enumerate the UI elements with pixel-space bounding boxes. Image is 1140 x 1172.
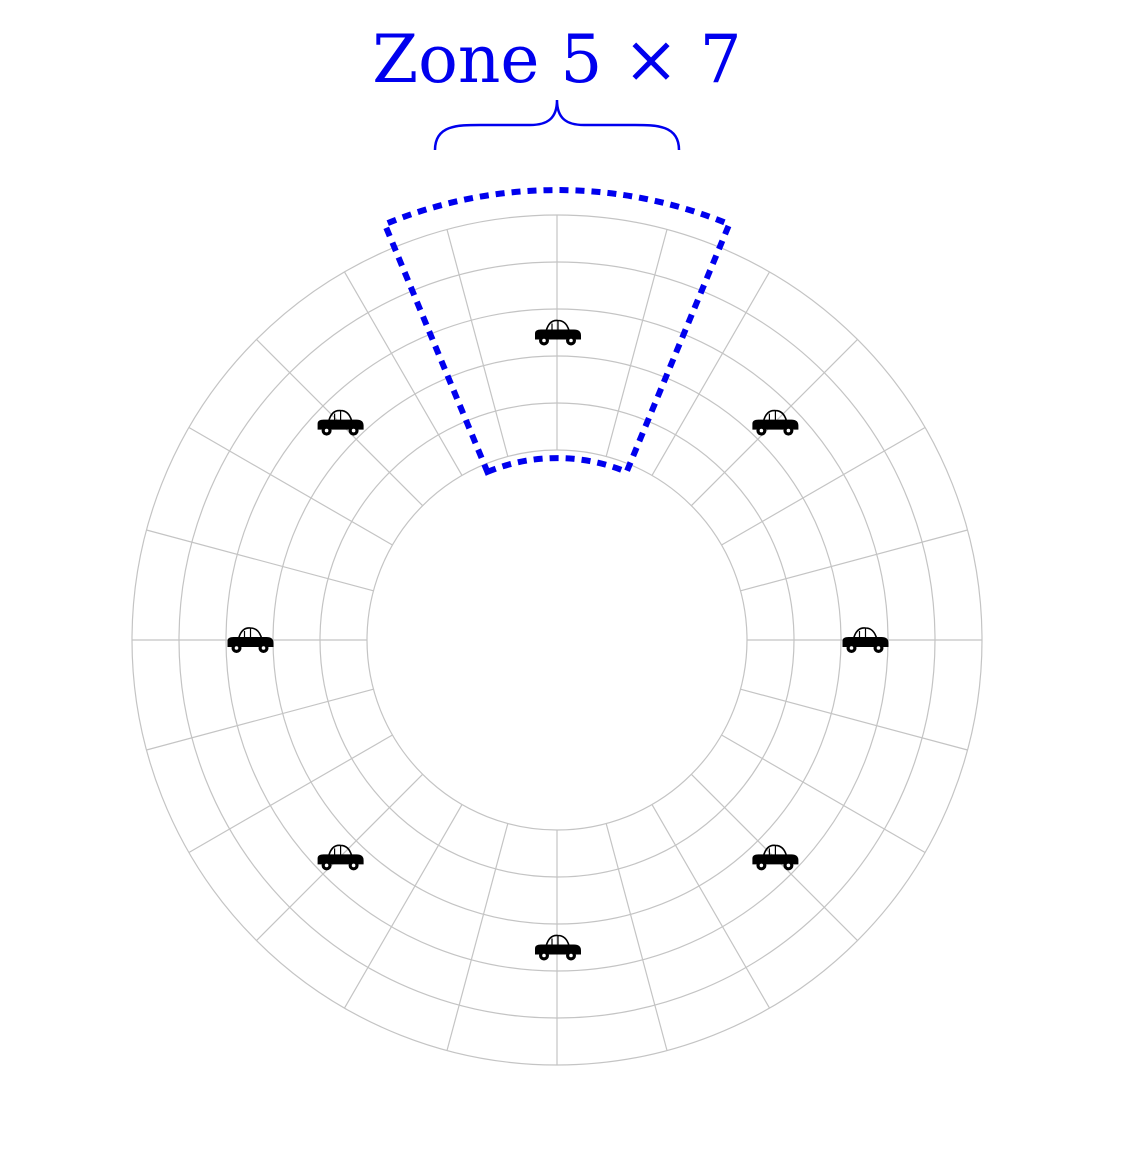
grid-spoke (188, 426, 393, 546)
car-icon (317, 844, 364, 871)
grid-spoke (343, 271, 463, 476)
grid-spoke (446, 229, 509, 457)
car-icon (227, 627, 274, 653)
grid-spoke (721, 734, 926, 854)
grid-spoke (721, 426, 926, 546)
grid-spoke (146, 688, 374, 751)
grid-spoke (146, 529, 374, 592)
grid-spoke (446, 823, 509, 1051)
car-icon (535, 934, 581, 961)
grid-spoke (343, 804, 463, 1009)
car-icon (752, 844, 799, 871)
car-icon (317, 409, 364, 436)
grid-spoke (605, 823, 668, 1051)
grid-spoke (605, 229, 668, 457)
zone-brace (433, 99, 681, 151)
grid-spoke (740, 688, 968, 751)
car-icon (535, 319, 581, 346)
grid-spoke (651, 271, 771, 476)
car-icon (752, 409, 799, 436)
grid-spoke (740, 529, 968, 592)
vehicles (227, 319, 889, 961)
grid-ring (366, 449, 748, 831)
car-icon (842, 627, 889, 653)
zone-label: Zone 5 × 7 (372, 21, 741, 98)
grid-spoke (651, 804, 771, 1009)
grid-spoke (188, 734, 393, 854)
highlighted-zone-outline (380, 187, 734, 476)
